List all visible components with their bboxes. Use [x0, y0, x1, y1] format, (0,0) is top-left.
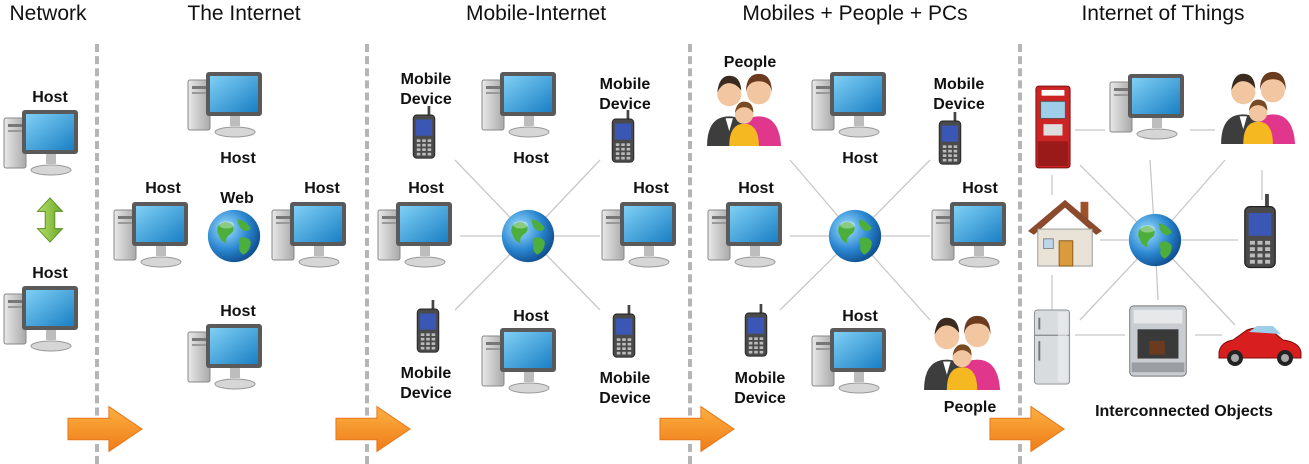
people-label: People: [943, 399, 997, 416]
host-computer-icon: [810, 70, 890, 140]
host-computer-icon: [1108, 72, 1188, 142]
host-label: Host: [842, 150, 878, 167]
host-computer-icon: [270, 200, 350, 270]
host-label: Host: [220, 150, 256, 167]
next-stage-arrow-icon: [658, 404, 736, 454]
panel-title-network: Network: [9, 2, 87, 25]
house-icon: [1026, 196, 1104, 268]
host-label: Host: [32, 265, 68, 282]
refrigerator-icon: [1032, 308, 1072, 386]
panel-title-mobile-internet: Mobile-Internet: [465, 2, 607, 25]
host-label: Host: [304, 180, 340, 197]
mobile-phone-icon: [936, 112, 964, 166]
web-label: Web: [220, 190, 254, 207]
host-label: Host: [220, 303, 256, 320]
car-icon: [1215, 322, 1305, 368]
panel-divider: [1018, 44, 1022, 464]
host-computer-icon: [930, 200, 1010, 270]
host-computer-icon: [376, 200, 456, 270]
panel-title-mobiles-people-pcs: Mobiles + People + PCs: [742, 2, 968, 25]
host-label: Host: [633, 180, 669, 197]
panel-title-internet: The Internet: [187, 2, 301, 25]
next-stage-arrow-icon: [66, 404, 144, 454]
people-icon: [700, 72, 790, 146]
host-computer-icon: [112, 200, 192, 270]
host-computer-icon: [706, 200, 786, 270]
host-label: Host: [32, 89, 68, 106]
host-label: Host: [513, 150, 549, 167]
host-label: Host: [408, 180, 444, 197]
web-globe-icon: [827, 208, 883, 264]
host-label: Host: [738, 180, 774, 197]
host-computer-icon: [480, 326, 560, 396]
panel-divider: [365, 44, 369, 464]
mobile-phone-icon: [742, 304, 770, 358]
interconnected-objects-label: Interconnected Objects: [1095, 403, 1273, 420]
panel-divider: [688, 44, 692, 464]
mobile-phone-icon: [410, 106, 438, 160]
mobile-phone-icon: [609, 110, 637, 164]
people-label: People: [723, 54, 777, 71]
web-globe-icon: [206, 208, 262, 264]
host-computer-icon: [186, 70, 266, 140]
atm-icon: [1034, 84, 1072, 170]
host-computer-icon: [600, 200, 680, 270]
next-stage-arrow-icon: [334, 404, 412, 454]
host-label: Host: [145, 180, 181, 197]
host-computer-icon: [810, 326, 890, 396]
people-icon: [1214, 70, 1304, 144]
host-label: Host: [962, 180, 998, 197]
web-globe-icon: [500, 208, 556, 264]
mobile-phone-icon: [414, 300, 442, 354]
mobile-phone-icon: [610, 305, 638, 359]
host-label: Host: [513, 308, 549, 325]
host-computer-icon: [186, 322, 266, 392]
host-computer-icon: [480, 70, 560, 140]
host-computer-icon: [2, 284, 82, 354]
panel-title-iot: Internet of Things: [1081, 2, 1245, 25]
host-label: Host: [842, 308, 878, 325]
bidirectional-arrow-icon: [35, 196, 65, 244]
host-computer-icon: [2, 108, 82, 178]
web-globe-icon: [1127, 212, 1183, 268]
coffee-machine-icon: [1122, 302, 1194, 380]
panel-divider: [95, 44, 99, 464]
people-icon: [918, 314, 1008, 390]
mobile-phone-icon: [1240, 194, 1280, 270]
next-stage-arrow-icon: [988, 404, 1066, 454]
